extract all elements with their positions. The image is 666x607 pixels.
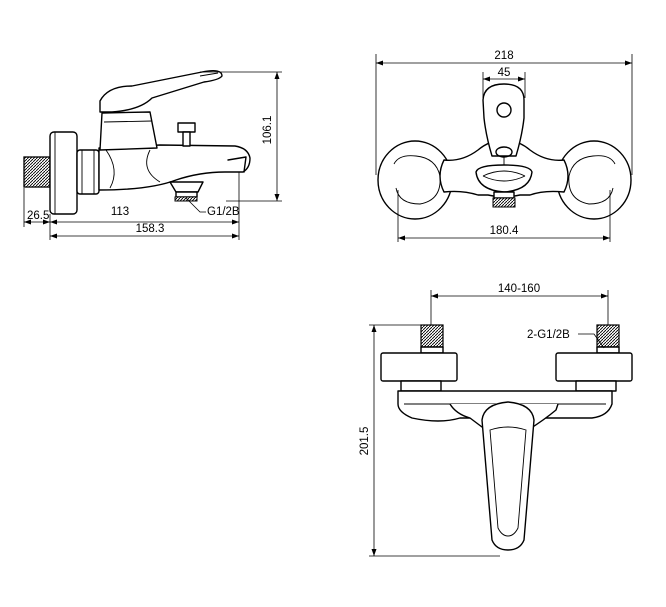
dim-body-113: 113 xyxy=(111,206,129,218)
valve-body xyxy=(98,144,251,191)
lever-front xyxy=(481,401,535,551)
dim-handle-45: 45 xyxy=(498,67,511,79)
side-view: 106.1 26.5 113 158.3 G1/2B xyxy=(23,69,282,240)
right-inlet-thread xyxy=(596,324,620,348)
dim-center-140-160: 140-160 xyxy=(498,283,540,295)
dim-height-106-1: 106.1 xyxy=(262,116,274,145)
diverter-knob xyxy=(177,122,196,133)
lever-handle xyxy=(99,69,223,113)
right-eccentric xyxy=(555,352,633,382)
dim-body-180-4: 180.4 xyxy=(490,225,519,237)
dim-inlet-26-5: 26.5 xyxy=(27,210,49,222)
wall-flange xyxy=(49,131,78,215)
left-eccentric xyxy=(380,352,458,382)
label-inlet-thread: 2-G1/2B xyxy=(527,329,570,341)
inlet-thread xyxy=(23,156,51,188)
dim-overall-158-3: 158.3 xyxy=(136,223,165,235)
outlet-nut xyxy=(169,181,204,193)
top-view: 218 45 180.4 xyxy=(375,50,633,242)
label-outlet-thread: G1/2B xyxy=(207,206,240,218)
front-view: 140-160 2-G1/2B 201.5 xyxy=(359,283,633,557)
connector-nut xyxy=(76,149,100,195)
left-inlet-thread xyxy=(420,324,444,348)
lever-top xyxy=(482,83,525,157)
outlet-thread xyxy=(174,196,198,202)
dim-width-218: 218 xyxy=(494,50,513,62)
dim-height-201-5: 201.5 xyxy=(359,427,371,456)
cartridge-housing xyxy=(99,111,158,151)
